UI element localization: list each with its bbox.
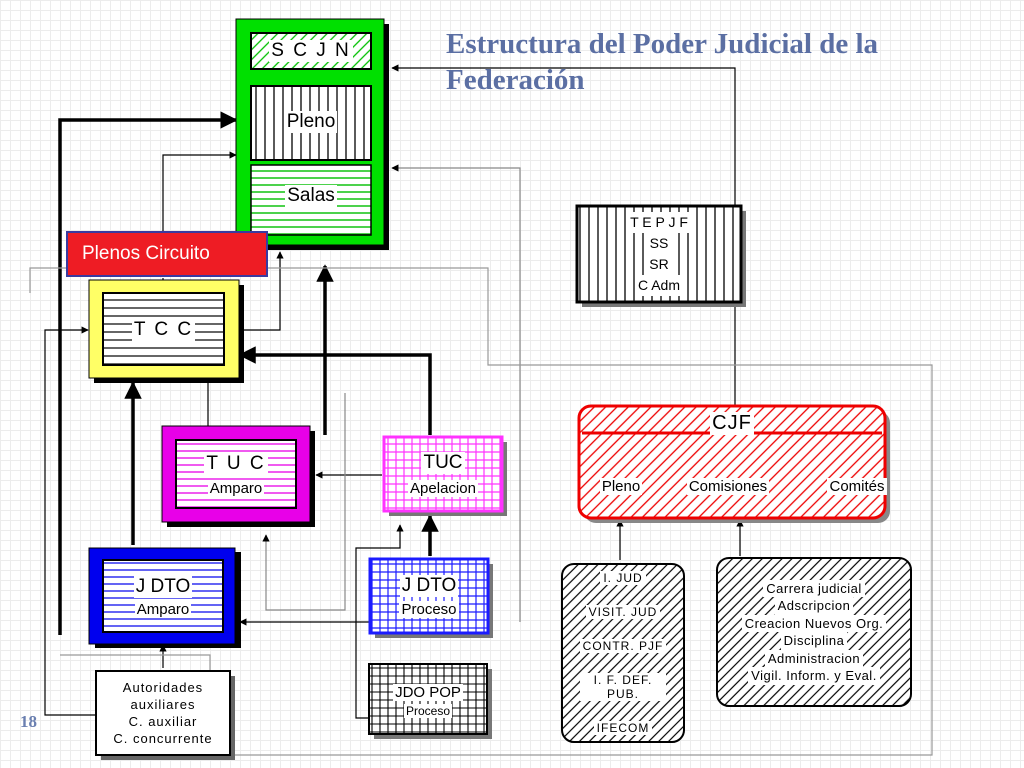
organos-auxiliares-text: I. JUD VISIT. JUD CONTR. PJF I. F. DEF. …: [562, 564, 684, 742]
jdto-amparo-sub: Amparo: [134, 600, 192, 618]
autoridades-line: C. concurrente: [110, 730, 216, 747]
jdto-amparo-box: [88, 547, 241, 648]
salas-label: Salas: [285, 185, 337, 207]
function-item: Creacion Nuevos Org.: [741, 614, 887, 632]
autoridades-line: C. auxiliar: [125, 713, 201, 730]
tuc-amparo-sub: Amparo: [207, 479, 265, 497]
tuc-amparo-title: T U C: [204, 453, 268, 475]
cjf-comites: Comités: [827, 477, 887, 495]
function-item: Vigil. Inform. y Eval.: [748, 667, 880, 685]
page-number: 18: [20, 712, 37, 731]
tepjf-line: C Adm: [634, 275, 683, 296]
jdto-proceso-sub: Proceso: [399, 600, 459, 618]
function-item: Adscripcion: [774, 597, 854, 615]
tuc-amparo-box: [161, 425, 315, 527]
autoridades-line: auxiliares: [127, 696, 199, 713]
organo-item: CONTR. PJF: [579, 639, 667, 653]
tepjf-line: T E P J F: [627, 212, 691, 233]
tepjf-line: SR: [646, 254, 672, 275]
cjf-functions-text: Carrera judicial Adscripcion Creacion Nu…: [717, 558, 911, 706]
jdto-proceso-title: J DTO: [399, 575, 459, 597]
organo-item: I. JUD: [600, 571, 646, 585]
slide-title: Estructura del Poder Judicial de la Fede…: [446, 28, 879, 96]
autoridades-line: Autoridades: [119, 679, 207, 696]
plenos-circuito-box: Plenos Circuito: [66, 231, 268, 277]
scjn-label: S C J N: [269, 40, 353, 62]
organo-item: I. F. DEF. PUB.: [579, 673, 666, 701]
cjf-pleno: Pleno: [599, 477, 643, 495]
tuc-apelacion-box: [382, 435, 507, 516]
tuc-apelacion-title: TUC: [421, 452, 465, 474]
tepjf-line: SS: [646, 233, 672, 254]
jdo-pop-title: JDO POP: [393, 683, 463, 701]
jdo-pop-sub: Proceso: [403, 704, 453, 718]
tcc-label: T C C: [131, 319, 196, 341]
tuc-apelacion-sub: Apelacion: [408, 479, 478, 497]
organo-item: IFECOM: [593, 721, 653, 735]
function-item: Disciplina: [780, 632, 848, 650]
function-item: Carrera judicial: [763, 579, 865, 597]
pleno-scjn-label: Pleno: [284, 111, 338, 133]
function-item: Administracion: [764, 649, 864, 667]
jdto-amparo-title: J DTO: [133, 576, 193, 598]
organo-item: VISIT. JUD: [585, 605, 661, 619]
tepjf-text: T E P J F SS SR C Adm: [577, 210, 741, 298]
cjf-title: CJF: [710, 411, 754, 435]
cjf-comisiones: Comisiones: [686, 477, 770, 495]
autoridades-text: Autoridades auxiliares C. auxiliar C. co…: [96, 675, 230, 751]
